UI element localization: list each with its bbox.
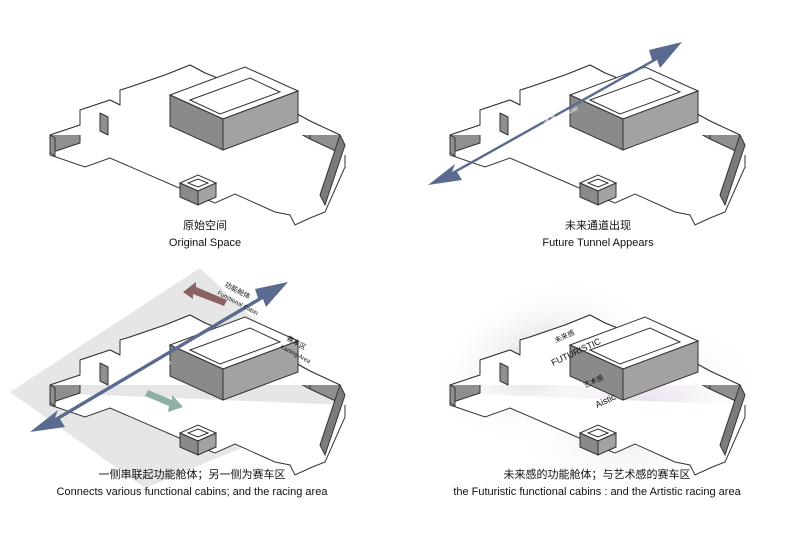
floorplan-model-2	[449, 64, 746, 226]
caption-en-1: Original Space	[169, 237, 241, 249]
tunnel-arrow	[428, 42, 682, 185]
panel-original-space: 原始空间 Original Space	[49, 64, 346, 249]
cabin-arrow	[183, 282, 227, 306]
caption-en-3: Connects various functional cabins; and …	[57, 486, 329, 498]
caption-en-4: the Futuristic functional cabins : and t…	[453, 486, 741, 498]
caption-cn-1: 原始空间	[183, 218, 227, 232]
floorplan-model-1	[49, 64, 346, 226]
panel-functional-cabins: 功能舱体 Functional Cabin 赛车区 Karting Area 通…	[10, 268, 346, 498]
caption-en-2: Future Tunnel Appears	[542, 237, 654, 249]
caption-cn-2: 未来通道出现	[565, 218, 631, 232]
caption-cn-3: 一侧串联起功能舱体；另一侧为赛车区	[99, 467, 286, 481]
karting-arrow	[145, 390, 183, 412]
tunnel-arrow-3	[30, 282, 288, 432]
panel-futuristic-artistic: 未来感 FUTURISTIC 艺术感 Aistic 未来感的功能舱体；与艺术感的…	[431, 276, 766, 504]
caption-cn-4: 未来感的功能舱体；与艺术感的赛车区	[504, 467, 691, 481]
panel-future-tunnel: 通道 Tunnel 未来通道出现 Future Tunnel Appears	[428, 42, 746, 249]
